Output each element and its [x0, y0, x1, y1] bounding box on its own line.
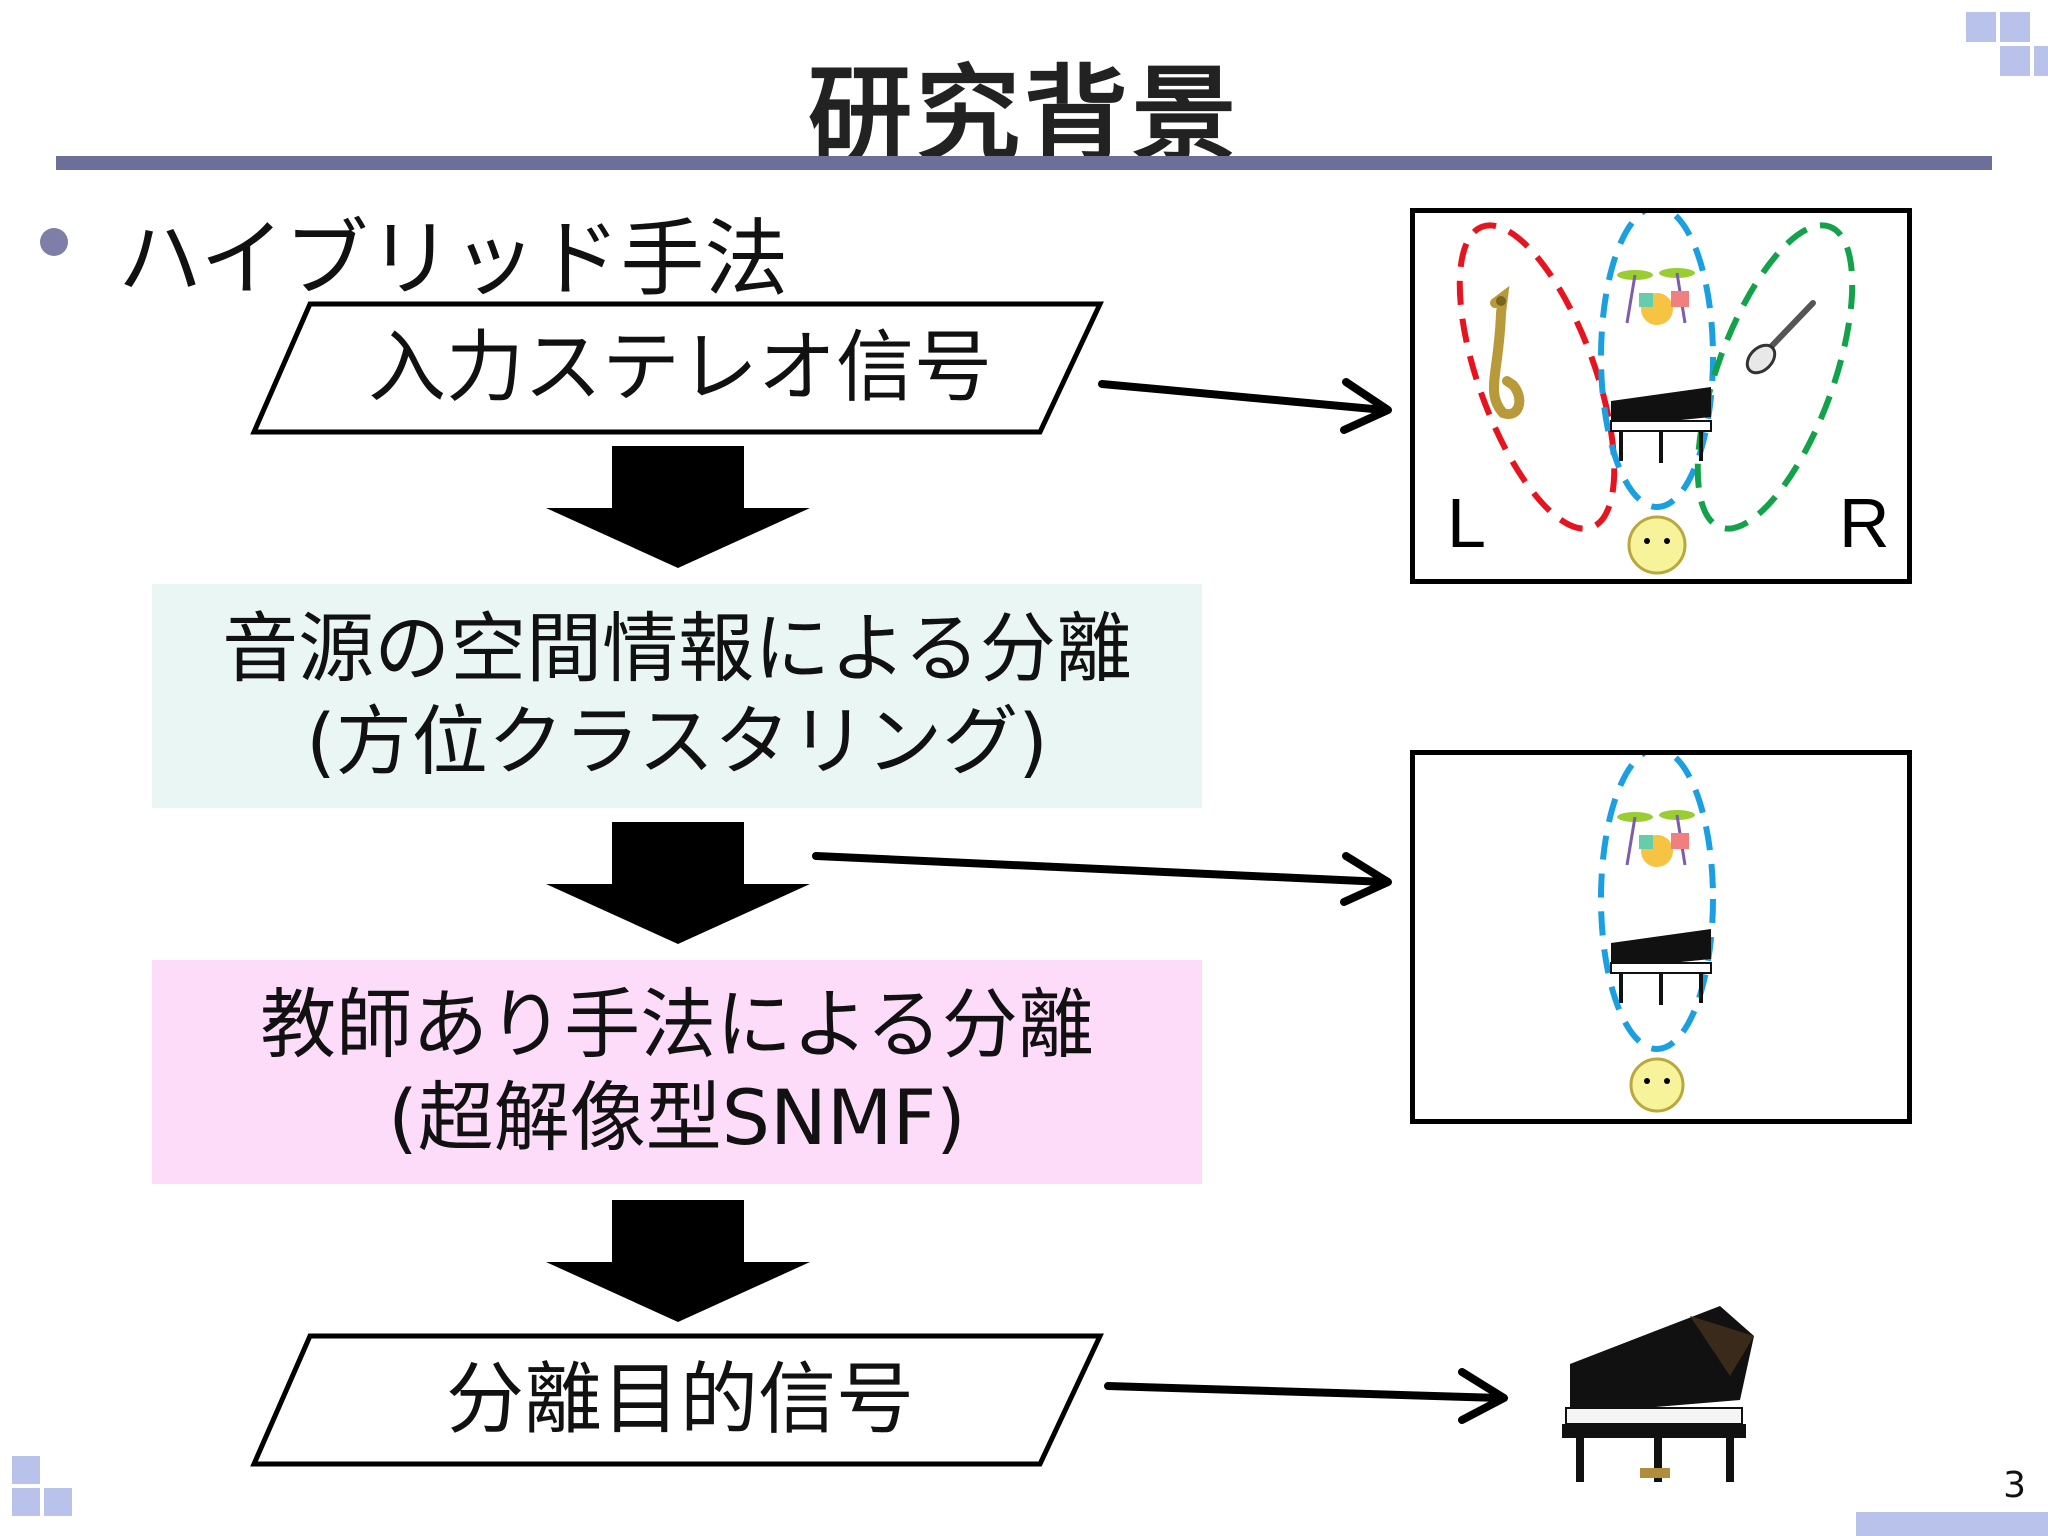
output-signal-label: 分離目的信号	[445, 1355, 914, 1446]
down-arrow-icon	[546, 1200, 810, 1322]
step2-line2: (超解像型SNMF)	[388, 1073, 966, 1162]
output-parallelogram	[250, 1333, 1104, 1467]
stereo-mixture-panel: L R	[1410, 208, 1912, 584]
saxophone-icon	[1488, 285, 1525, 419]
page-number: 3	[2003, 1465, 2026, 1506]
bullet-text: ハイブリッド手法	[118, 210, 789, 308]
slide-title: 研究背景	[807, 54, 1240, 176]
step1-line2: (方位クラスタリング)	[306, 697, 1048, 786]
grand-piano-icon	[1610, 387, 1712, 463]
electric-guitar-icon	[1745, 300, 1816, 375]
step1-line1: 音源の空間情報による分離	[222, 604, 1132, 694]
drum-kit-icon	[1617, 810, 1695, 867]
grand-piano-icon	[1610, 929, 1712, 1005]
step2-line1: 教師あり手法による分離	[260, 980, 1094, 1070]
input-parallelogram	[250, 301, 1104, 435]
bullet-icon	[40, 228, 68, 256]
input-signal-label: 入力ステレオ信号	[367, 323, 992, 414]
center-cluster-panel	[1410, 750, 1912, 1124]
listener-face-icon	[1629, 1057, 1685, 1113]
spatial-clustering-box: 音源の空間情報による分離 (方位クラスタリング)	[152, 584, 1202, 808]
left-channel-label: L	[1447, 484, 1486, 562]
down-arrow-icon	[546, 446, 810, 568]
supervised-separation-box: 教師あり手法による分離 (超解像型SNMF)	[152, 960, 1202, 1184]
grand-piano-icon	[1562, 1306, 1754, 1482]
listener-face-icon	[1627, 515, 1687, 575]
right-channel-label: R	[1839, 484, 1890, 562]
drum-kit-icon	[1617, 268, 1695, 325]
center-cluster-diagram	[1598, 755, 1716, 1113]
down-arrow-icon	[546, 822, 810, 944]
source-cluster-diagram	[1456, 213, 1856, 575]
title-rule	[56, 156, 1992, 170]
